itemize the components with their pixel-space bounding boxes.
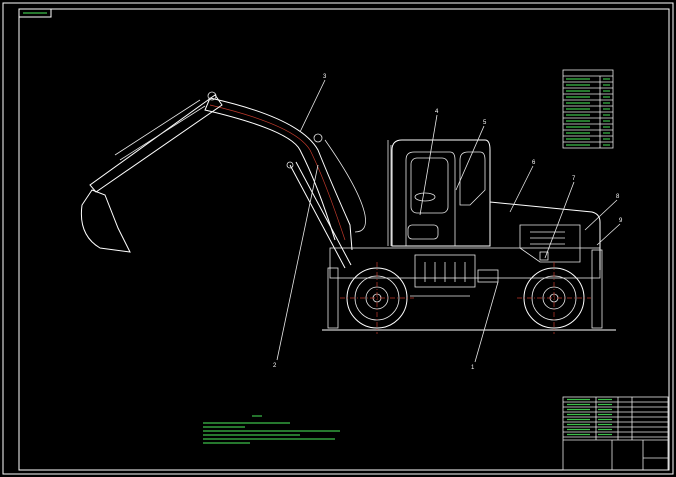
- technical-notes: [203, 415, 340, 444]
- leader-label: 5: [483, 120, 487, 126]
- rear-outrigger: [591, 249, 603, 329]
- boom: [204, 97, 353, 251]
- side-window: [459, 151, 486, 206]
- bucket: [80, 189, 131, 253]
- cab-door: [405, 151, 456, 246]
- engine-hood: [489, 201, 601, 270]
- seat: [407, 224, 439, 240]
- front-wheel: [340, 262, 414, 334]
- steering-wheel: [414, 192, 436, 202]
- leader-label: 3: [323, 74, 327, 80]
- arm-cylinder: [114, 99, 201, 156]
- front-outrigger: [327, 267, 339, 329]
- excavator: [80, 91, 603, 334]
- parameters-table: [562, 69, 614, 149]
- leader-label: 8: [616, 194, 620, 200]
- inner-frame: [18, 8, 670, 471]
- radiator: [477, 269, 499, 283]
- cab: [391, 139, 491, 247]
- door-window: [410, 157, 449, 214]
- leader-lines: [276, 79, 621, 363]
- title-block: [562, 396, 669, 471]
- rear-wheel: [517, 262, 591, 334]
- leader-label: 2: [273, 363, 277, 369]
- leader-label: 1: [471, 365, 475, 371]
- boom-cylinder: [289, 164, 346, 269]
- leader-label: 4: [435, 109, 439, 115]
- engine-grille: [519, 224, 581, 263]
- leader-label: 7: [572, 176, 576, 182]
- leader-label: 6: [532, 160, 536, 166]
- fuel-tank: [414, 254, 476, 288]
- leader-label: 9: [619, 218, 623, 224]
- hydraulic-hose: [209, 104, 346, 241]
- arm: [89, 94, 223, 193]
- drawing-number-box: [18, 8, 52, 18]
